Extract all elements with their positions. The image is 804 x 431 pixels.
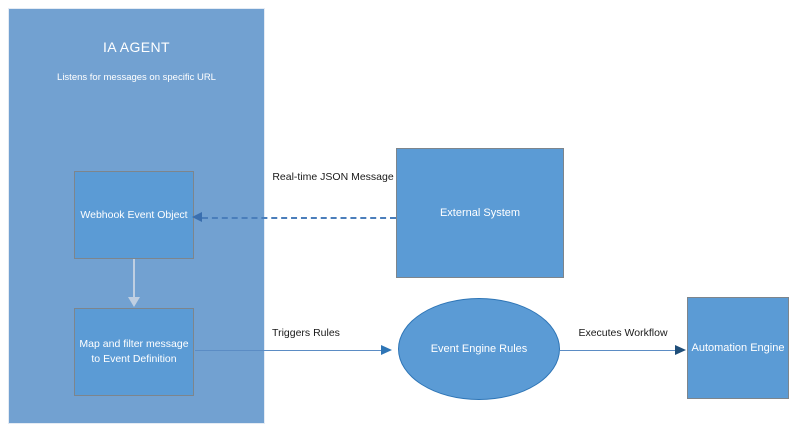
connector-external-to-webhook-line (202, 217, 396, 219)
node-external-system[interactable]: External System (396, 148, 564, 278)
node-map-and-filter[interactable]: Map and filter message to Event Definiti… (74, 308, 194, 396)
arrowhead-down-icon (128, 297, 140, 307)
node-webhook-event-object[interactable]: Webhook Event Object (74, 171, 194, 259)
ia-agent-subtitle: Listens for messages on specific URL (57, 72, 216, 83)
node-event-engine-rules-label: Event Engine Rules (430, 342, 528, 355)
node-automation-engine[interactable]: Automation Engine (687, 297, 789, 399)
arrowhead-right-icon (381, 345, 392, 355)
node-map-and-filter-label: Map and filter message to Event Definiti… (79, 338, 189, 365)
connector-webhook-to-map-line (133, 259, 135, 299)
node-external-system-label: External System (439, 206, 521, 219)
connector-rules-to-automation-line (560, 350, 677, 351)
node-webhook-event-object-label: Webhook Event Object (80, 208, 188, 221)
arrowhead-right-icon (675, 345, 686, 355)
arrowhead-left-icon (192, 212, 202, 222)
node-automation-engine-label: Automation Engine (691, 341, 785, 354)
ia-agent-title: IA AGENT (103, 39, 170, 55)
connector-external-to-webhook-label: Real-time JSON Message (272, 171, 394, 183)
connector-rules-to-automation-label: Executes Workflow (578, 327, 668, 339)
connector-map-to-rules-label: Triggers Rules (272, 327, 340, 339)
connector-map-to-rules-line (195, 350, 383, 351)
node-event-engine-rules[interactable]: Event Engine Rules (398, 298, 560, 400)
